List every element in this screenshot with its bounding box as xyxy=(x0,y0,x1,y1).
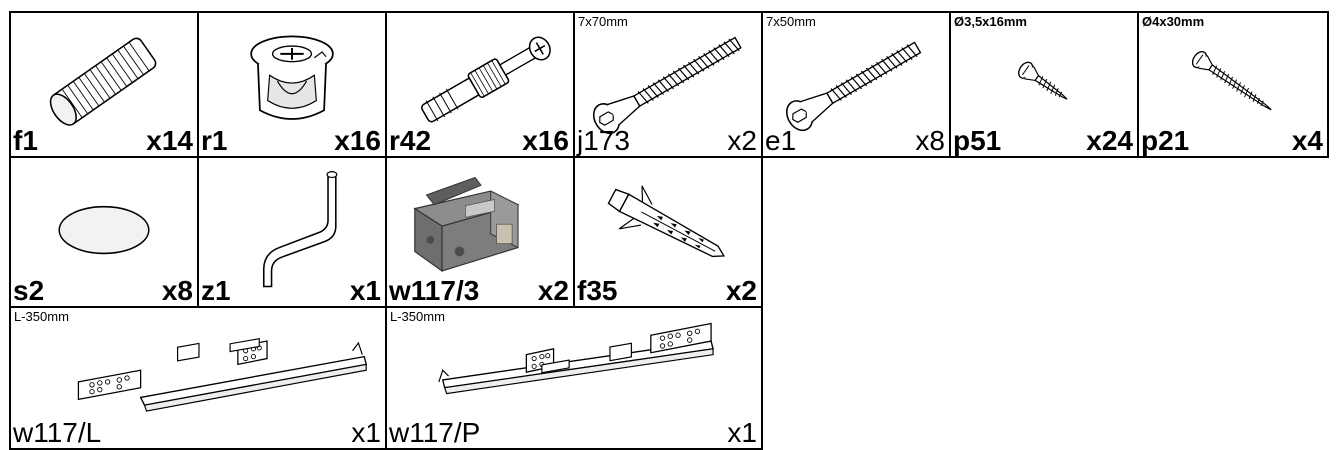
part-cell-w117-l: L-350mm w117/L x1 xyxy=(9,306,387,450)
part-cell-w117-3: w117/3 x2 xyxy=(385,156,575,308)
part-quantity: x1 xyxy=(349,275,381,306)
part-code: f35 xyxy=(577,275,618,306)
part-quantity: x1 xyxy=(727,417,757,448)
drawer-runner-left-icon xyxy=(77,338,368,412)
wood-screw-icon xyxy=(1018,61,1068,100)
part-code: p21 xyxy=(1141,125,1190,156)
part-cell-p51: Ø3,5x16mm p51 x24 xyxy=(949,11,1139,158)
felt-pad-icon xyxy=(58,205,150,255)
part-code: w117/P xyxy=(389,417,481,448)
part-code: r1 xyxy=(201,125,228,156)
part-code: s2 xyxy=(13,275,45,306)
cam-bolt-icon xyxy=(421,36,551,123)
part-code: r42 xyxy=(389,125,432,156)
wood-screw-icon xyxy=(1191,51,1272,111)
part-size-label: 7x70mm xyxy=(578,14,628,29)
part-cell-p21: Ø4x30mm p21 x4 xyxy=(1137,11,1329,158)
drawer-runner-right-icon xyxy=(438,322,714,395)
part-code: f1 xyxy=(13,125,38,156)
part-cell-z1: z1 x1 xyxy=(197,156,387,308)
part-code: w117/L xyxy=(13,417,102,448)
part-code: w117/3 xyxy=(389,275,480,306)
drawer-lock-clip-icon xyxy=(413,176,520,273)
cam-lock-icon xyxy=(250,35,334,120)
part-quantity: x4 xyxy=(1291,125,1323,156)
part-size-label: Ø3,5x16mm xyxy=(954,14,1027,29)
part-cell-j173: 7x70mm j173 x2 xyxy=(573,11,763,158)
part-code: j173 xyxy=(577,125,630,156)
part-code: z1 xyxy=(201,275,231,306)
part-code: e1 xyxy=(765,125,797,156)
part-size-label: Ø4x30mm xyxy=(1142,14,1205,29)
part-quantity: x8 xyxy=(161,275,193,306)
part-quantity: x8 xyxy=(915,125,945,156)
part-quantity: x2 xyxy=(537,275,569,306)
part-size-label: 7x50mm xyxy=(766,14,816,29)
confirmat-screw-icon xyxy=(786,41,922,132)
part-quantity: x24 xyxy=(1086,125,1133,156)
part-cell-f1: f1 x14 xyxy=(9,11,199,158)
part-quantity: x16 xyxy=(334,125,381,156)
part-quantity: x16 xyxy=(522,125,569,156)
part-code: p51 xyxy=(953,125,1002,156)
part-quantity: x14 xyxy=(146,125,193,156)
part-quantity: x2 xyxy=(725,275,757,306)
dowel-icon xyxy=(49,37,157,126)
part-cell-r42: r42 x16 xyxy=(385,11,575,158)
part-cell-e1: 7x50mm e1 x8 xyxy=(761,11,951,158)
hex-key-icon xyxy=(262,171,338,288)
confirmat-screw-icon xyxy=(592,36,742,135)
part-size-label: L-350mm xyxy=(390,309,445,324)
part-cell-w117-p: L-350mm w117/P x1 xyxy=(385,306,763,450)
part-size-label: L-350mm xyxy=(14,309,69,324)
part-cell-r1: r1 x16 xyxy=(197,11,387,158)
part-quantity: x2 xyxy=(727,125,757,156)
wall-plug-icon xyxy=(607,185,726,258)
part-quantity: x1 xyxy=(351,417,381,448)
part-cell-f35: f35 x2 xyxy=(573,156,763,308)
part-cell-s2: s2 x8 xyxy=(9,156,199,308)
